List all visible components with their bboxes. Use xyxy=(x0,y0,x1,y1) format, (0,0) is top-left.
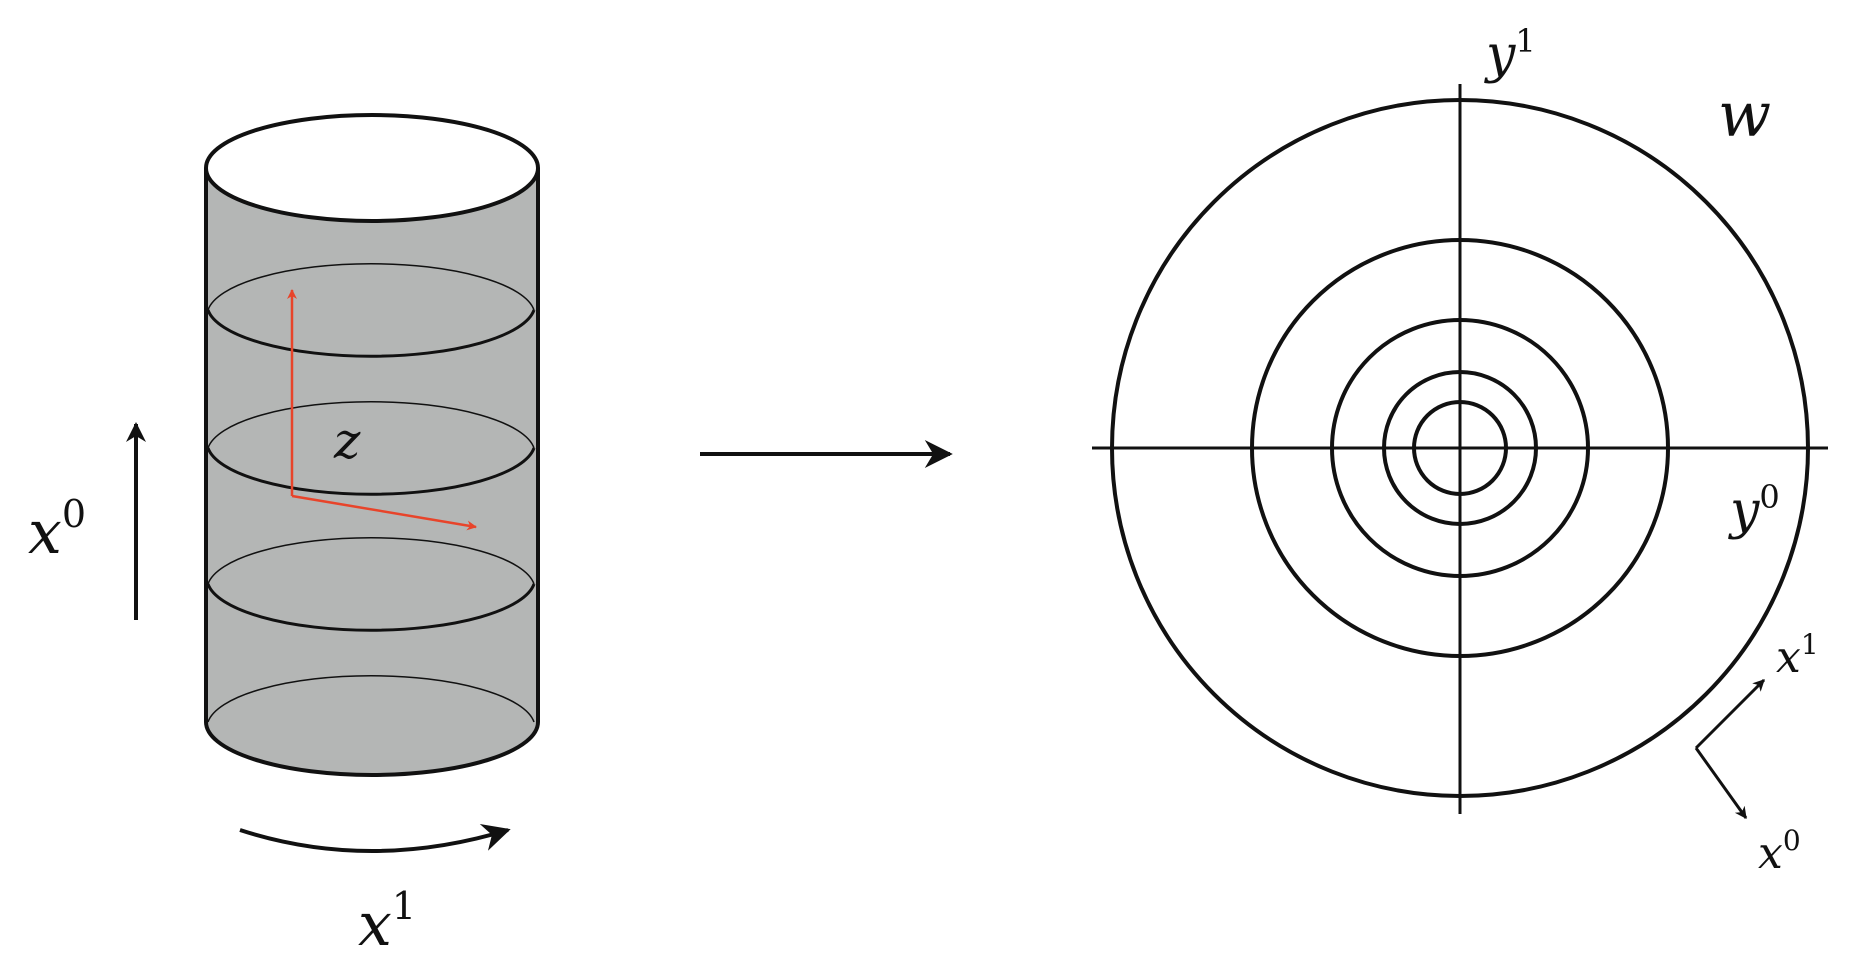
cylinder-bottom-rim xyxy=(204,721,540,777)
slice-ellipse-1 xyxy=(207,263,535,311)
x1-label-bottom: x1 xyxy=(358,884,416,960)
x1-direction-arrow xyxy=(239,823,511,853)
level-circle-2 xyxy=(1250,238,1670,658)
z-label: z xyxy=(333,412,361,470)
slice-ellipse-3 xyxy=(207,537,535,585)
x0-orientation-arrow xyxy=(1694,747,1748,819)
x1-orientation-arrow xyxy=(1694,678,1766,750)
x1-label-plane: x1 xyxy=(1776,628,1819,683)
slice-ellipse-2-front xyxy=(206,447,536,496)
cylinder: z xyxy=(204,113,540,777)
slice-ellipse-1-front xyxy=(206,309,536,358)
y1-label: y1 xyxy=(1484,22,1536,85)
frame-arrow-horizontal xyxy=(291,494,477,531)
y0-label: y0 xyxy=(1728,478,1780,541)
cylinder-top-cap xyxy=(204,113,540,223)
level-circle-3 xyxy=(1330,318,1590,578)
level-circle-1 xyxy=(1110,98,1810,798)
slice-ellipse-2 xyxy=(207,401,535,449)
x0-label-left: x0 xyxy=(28,492,86,568)
w-plane: w y1 y0 x1 x0 xyxy=(1092,22,1828,879)
level-circle-5 xyxy=(1412,400,1508,496)
w-label: w xyxy=(1718,78,1771,151)
level-circle-4 xyxy=(1382,370,1538,526)
x0-label-plane: x0 xyxy=(1758,824,1801,879)
cylinder-body xyxy=(206,168,538,775)
slice-ellipse-4 xyxy=(207,675,535,723)
slice-ellipse-3-front xyxy=(206,583,536,632)
